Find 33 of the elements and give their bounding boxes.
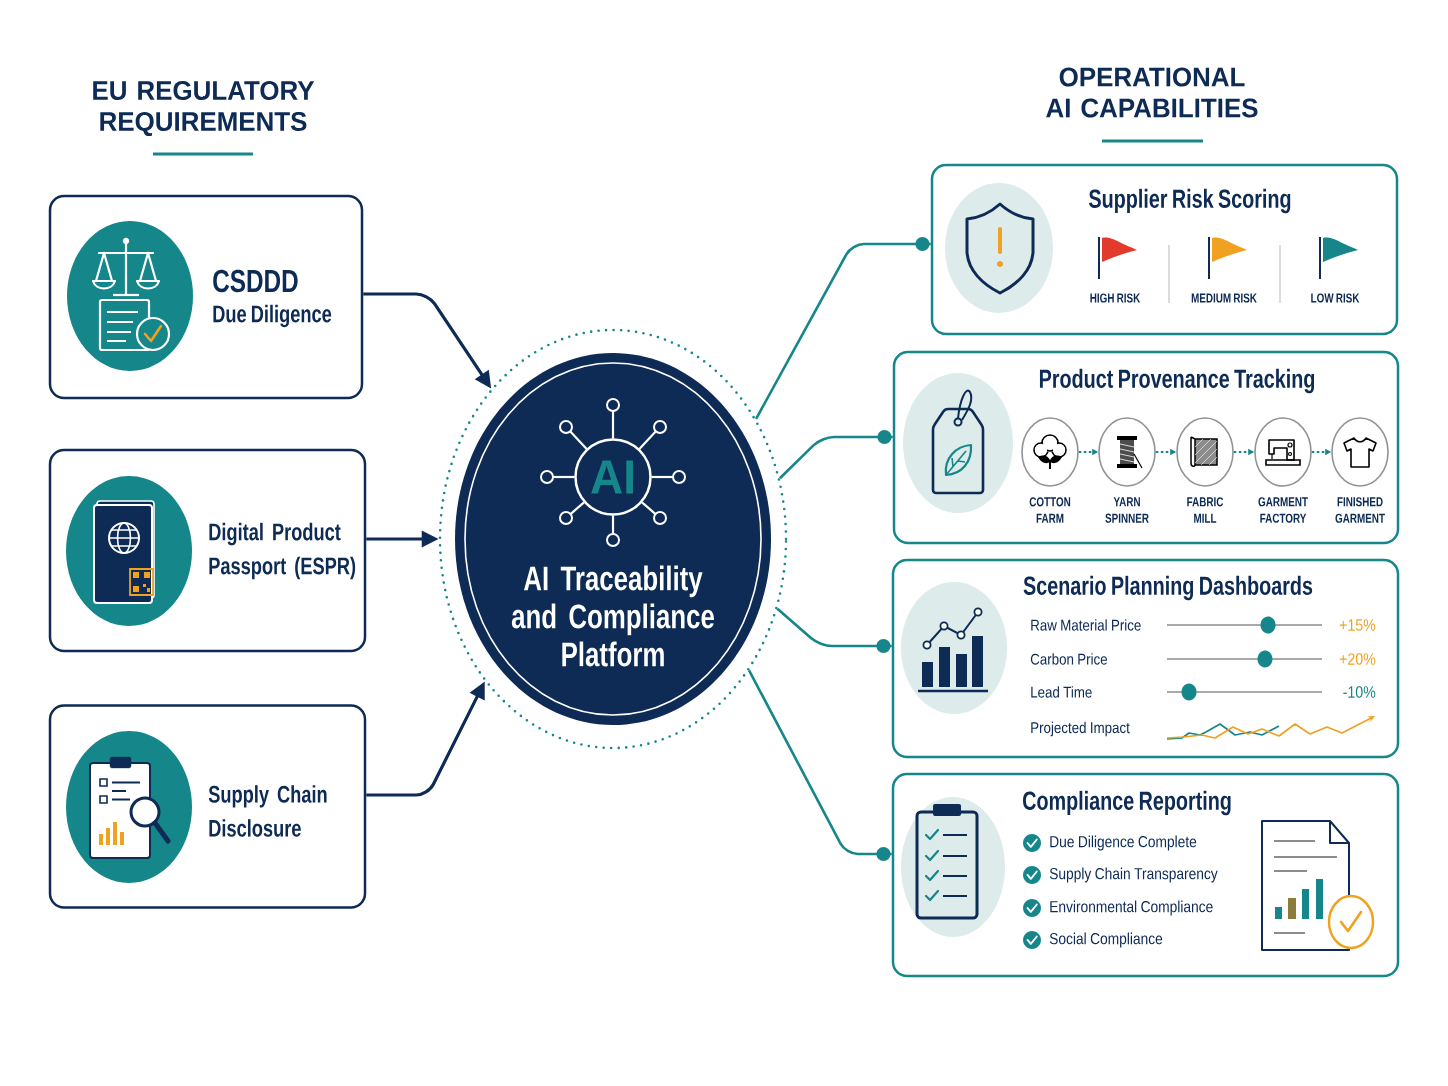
risk-label: LOW RISK xyxy=(1311,293,1360,303)
slider-label: Carbon Price xyxy=(1030,653,1108,665)
chart-label: Projected Impact xyxy=(1031,721,1130,737)
card-title: Compliance Reporting xyxy=(1023,790,1231,816)
card-heading: CSDDD xyxy=(213,269,298,293)
card-title: Product Provenance Tracking xyxy=(1039,368,1315,394)
checklist-item: Social Compliance xyxy=(1049,932,1163,948)
stage-label: GARMENT FACTORY xyxy=(1258,497,1308,523)
stage-label: FINISHED GARMENT xyxy=(1335,497,1385,523)
card-heading: Digital Product Passport (ESPR) xyxy=(209,522,356,580)
connector-line xyxy=(754,237,931,420)
connector-line xyxy=(776,607,892,653)
stage-label: FABRIC MILL xyxy=(1187,497,1224,523)
checklist-item: Environmental Compliance xyxy=(1050,900,1213,916)
risk-label: HIGH RISK xyxy=(1090,293,1141,303)
card-title: Supplier Risk Scoring xyxy=(1089,188,1291,214)
connector-line xyxy=(747,669,892,861)
percent-value: +15% xyxy=(1339,619,1376,631)
connector-line xyxy=(778,430,893,480)
column-heading: OPERATIONAL AI CAPABILITIES xyxy=(1046,67,1258,118)
checklist-item: Supply Chain Transparency xyxy=(1049,867,1218,883)
stage-label: COTTON FARM xyxy=(1029,497,1071,523)
stage-label: YARN SPINNER xyxy=(1105,497,1149,523)
card-heading: Supply Chain Disclosure xyxy=(208,785,327,837)
card-subheading: Due Diligence xyxy=(213,304,332,328)
column-heading: EU REGULATORY REQUIREMENTS xyxy=(93,80,315,137)
percent-value: -10% xyxy=(1343,686,1376,698)
card-title: Scenario Planning Dashboards xyxy=(1023,575,1313,601)
risk-label: MEDIUM RISK xyxy=(1191,293,1257,303)
checklist-item: Due Diligence Complete xyxy=(1050,835,1197,851)
slider-label: Raw Material Price xyxy=(1031,619,1141,631)
slider-label: Lead Time xyxy=(1031,686,1092,698)
percent-value: +20% xyxy=(1339,653,1376,665)
